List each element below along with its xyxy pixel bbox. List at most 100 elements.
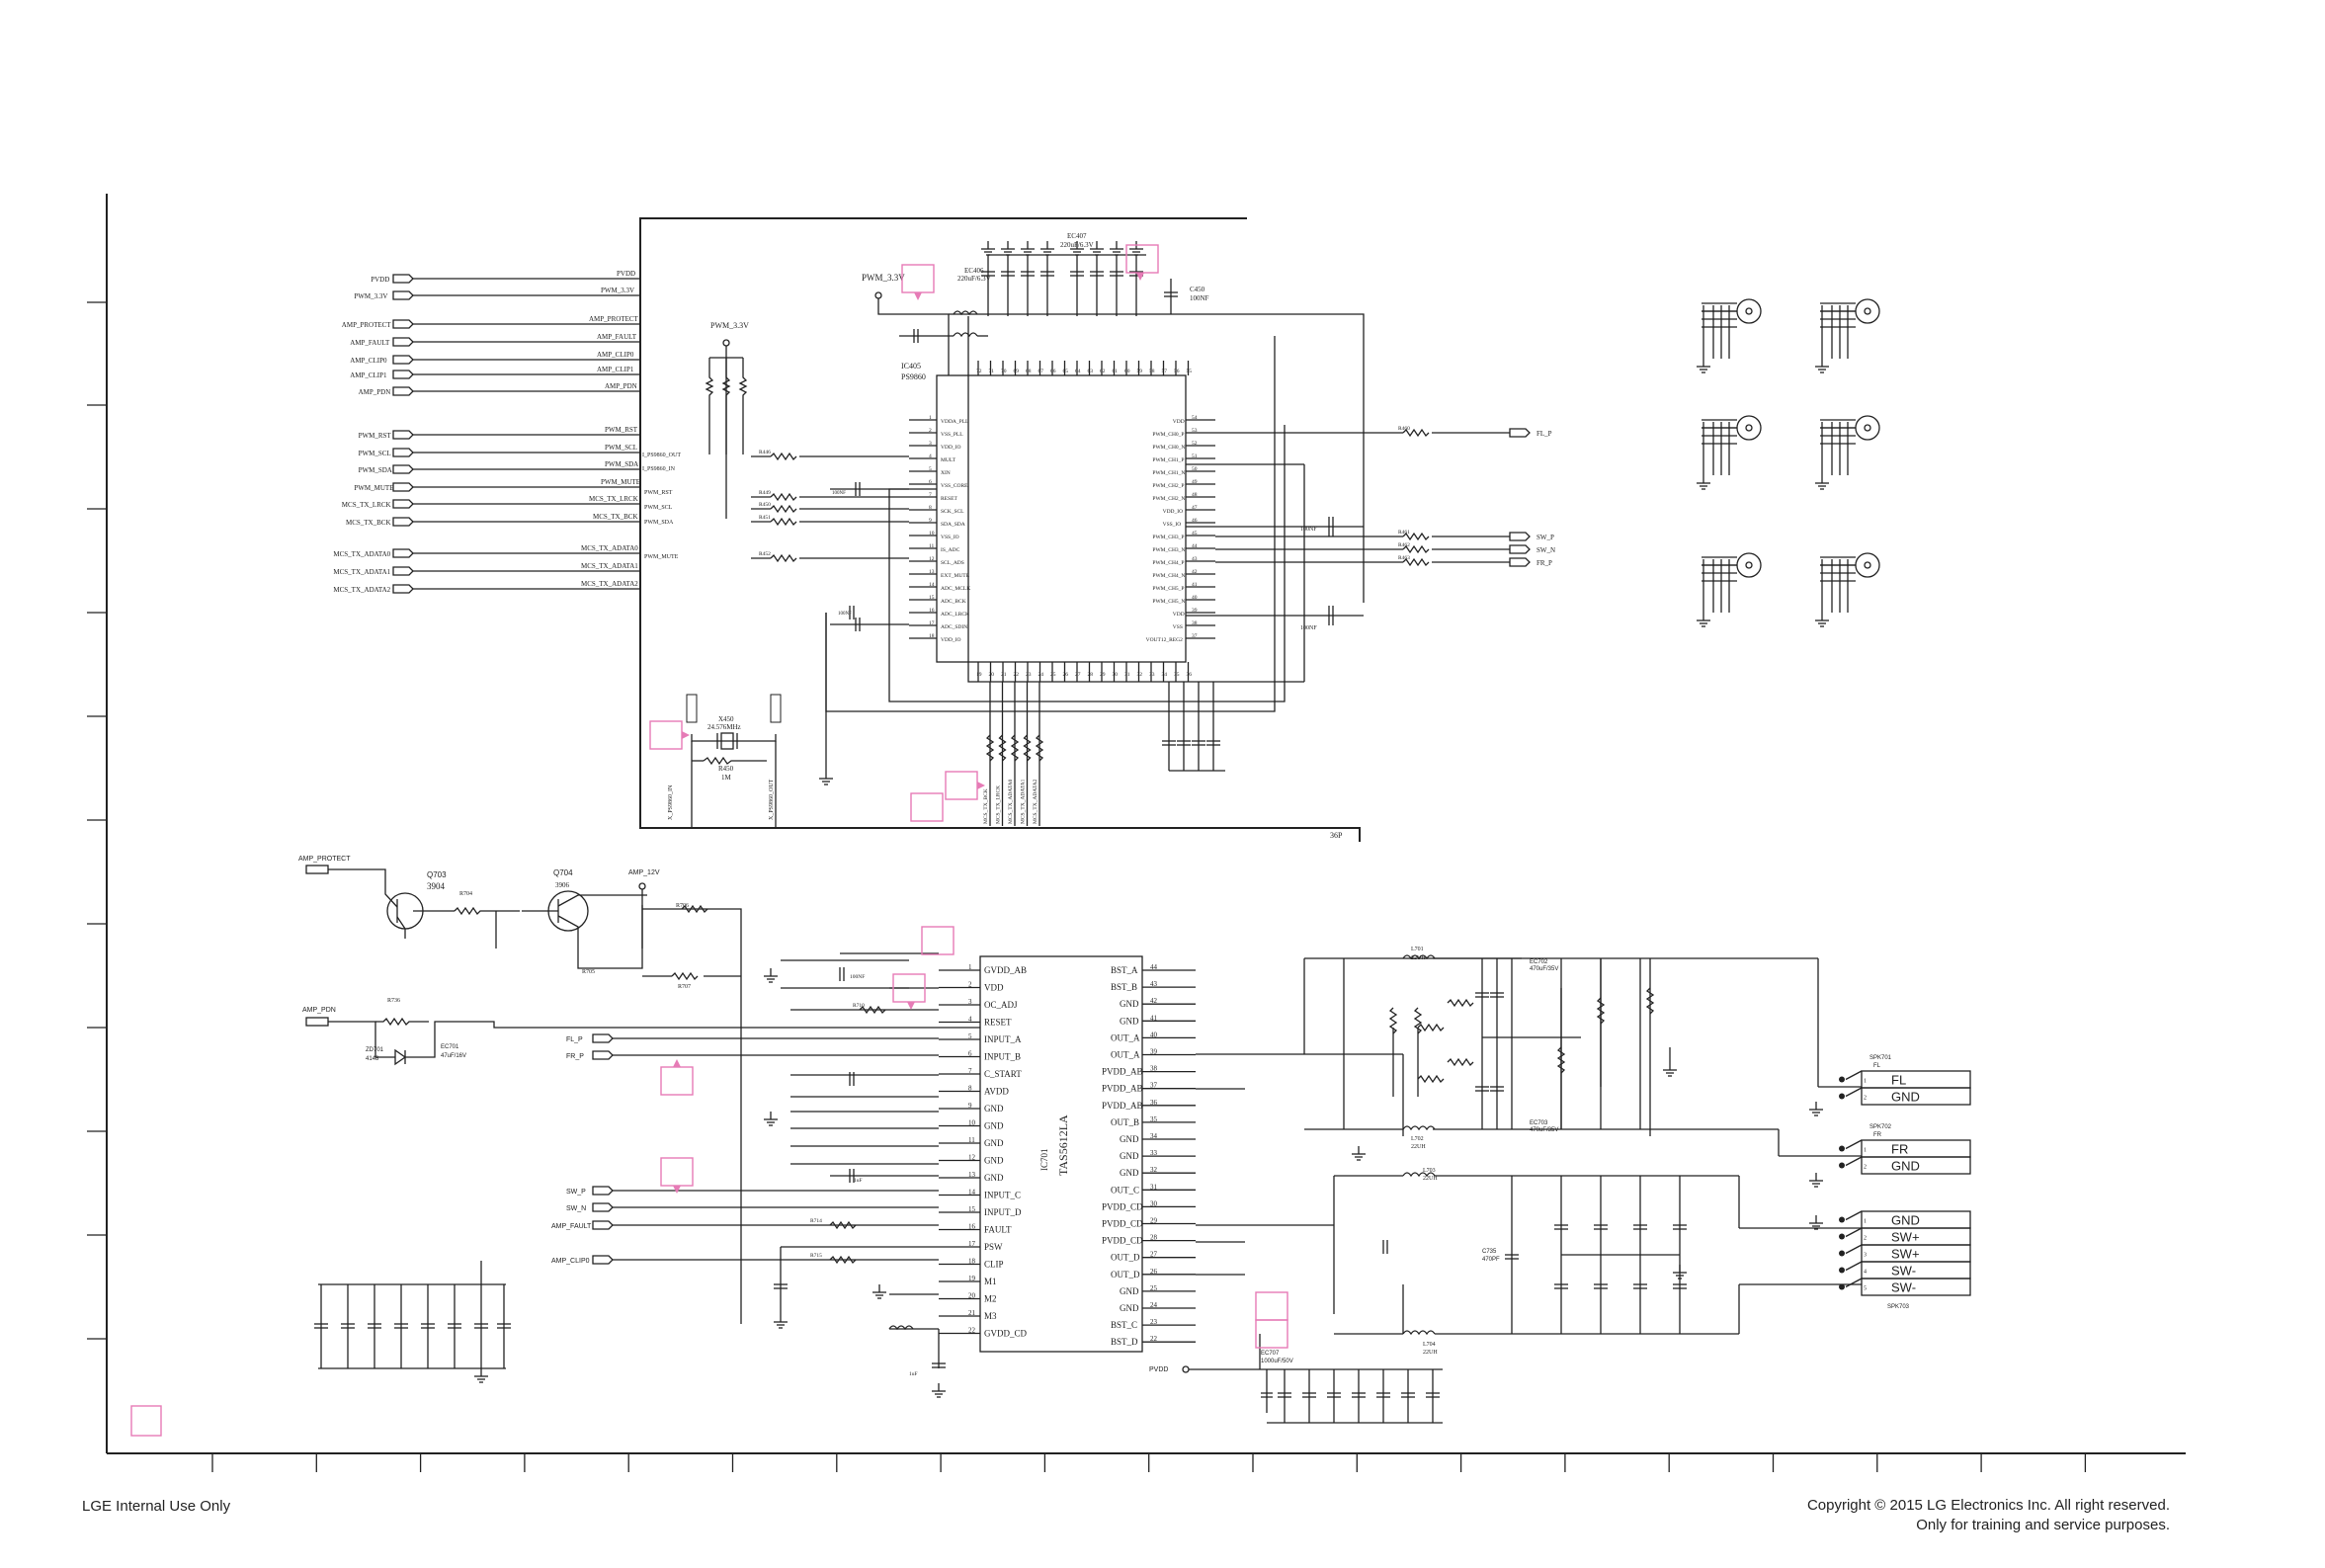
pvdd-bulk-caps	[1259, 1334, 1443, 1424]
supply-node-icon	[722, 339, 730, 347]
left-net-label: AMP_CLIP0	[597, 351, 634, 359]
amp-input-nets: FL_PFR_PSW_PSW_NAMP_FAULTR714AMP_CLIP0R7…	[551, 952, 946, 1398]
mcs-net-label: MCS_TX_ADATA2	[1033, 779, 1038, 824]
ic405-pin-number: 43	[1192, 556, 1198, 562]
cap-ref: C735	[1482, 1249, 1497, 1255]
ic701-pin-label: INPUT_C	[984, 1191, 1021, 1200]
ic701-pin-number: 30	[1150, 1199, 1158, 1207]
speaker-pin-label: SW+	[1891, 1247, 1920, 1262]
ic405-pin-number: 54	[1192, 415, 1198, 421]
pwm-output-label: SW_P	[1536, 534, 1554, 541]
inductor-ref: L703	[1423, 1168, 1436, 1174]
ic405-pin-number: 28	[1088, 672, 1094, 678]
ic701-pin-number: 35	[1150, 1115, 1158, 1123]
ic701-pin-number: 18	[968, 1258, 976, 1266]
ic405-pin-number: 36	[1187, 672, 1193, 678]
speaker-pin-number: 3	[1864, 1253, 1867, 1259]
ic405-pin-number: 8	[929, 505, 932, 511]
left-connector-label: AMP_FAULT	[350, 339, 390, 347]
left-connector-label: MCS_TX_ADATA0	[333, 550, 390, 558]
ic405-pin-label: VOUT12_REG2	[1146, 637, 1184, 643]
ic405-pin-label: ADC_LRCK	[941, 612, 969, 618]
ic405-pin-number: 20	[989, 672, 995, 678]
ic405-pin-number: 11	[929, 543, 935, 549]
net-label: PWM_MUTE	[644, 554, 679, 560]
footer-copyright: Copyright © 2015 LG Electronics Inc. All…	[1807, 1496, 2170, 1535]
ic405-pin-label: SCL_ADS	[941, 560, 964, 566]
ic701-pin-number: 25	[1150, 1284, 1158, 1292]
ic701-left-pins: GVDD_AB1VDD2OC_ADJ3RESET4INPUT_A5INPUT_B…	[939, 963, 1028, 1339]
left-net-label: AMP_FAULT	[597, 333, 637, 341]
ic405-pin-number: 71	[989, 369, 995, 374]
ic405-pin-label: PWM_CH5_N	[1152, 599, 1185, 605]
ic701-pin-label: M1	[984, 1277, 997, 1286]
resistor-ref: R715	[810, 1253, 822, 1259]
ic405-pin-number: 45	[1192, 531, 1198, 536]
bottom-left-decoupling-caps	[314, 1261, 511, 1383]
ic701-pin-number: 16	[968, 1223, 976, 1231]
ic701-pin-number: 1	[968, 963, 972, 971]
q704-part: 3906	[555, 881, 570, 889]
speaker-pin-number: 2	[1864, 1096, 1867, 1102]
ic405-pin-label: VSS_IO	[1163, 522, 1182, 528]
ic405-pin-label: PWM_CH0_N	[1152, 445, 1185, 451]
ic405-pin-number: 50	[1192, 466, 1198, 472]
ic405-pin-label: PWM_CH4_P	[1152, 560, 1184, 566]
pwm-supply-label: PWM_3.3V	[862, 273, 905, 283]
ic405-pin-label: PWM_CH3_P	[1152, 535, 1184, 540]
ic405-pin-label: RESET	[941, 496, 957, 502]
ic405-pin-label: PWM_CH1_P	[1152, 457, 1184, 463]
left-net-label: PWM_RST	[605, 426, 638, 434]
ic405-pin-number: 18	[929, 633, 935, 639]
q704-ref: Q704	[553, 868, 573, 877]
speaker-pin-number: 1	[1864, 1148, 1867, 1154]
ic701-pin-label: VDD	[984, 983, 1004, 993]
speaker-sub: FL	[1873, 1063, 1881, 1069]
ic405-pin-number: 56	[1174, 369, 1180, 374]
ic701-pin-label: OUT_C	[1111, 1185, 1139, 1195]
ic701-pin-number: 33	[1150, 1149, 1158, 1157]
net-label: PWM_SCL	[644, 505, 673, 511]
ic405-pin-number: 7	[929, 492, 932, 498]
zd701-part: 4148	[366, 1056, 379, 1062]
screw-icon	[1736, 298, 1762, 324]
ic701-pin-label: GND	[984, 1173, 1004, 1183]
ic701-pin-number: 10	[968, 1119, 976, 1127]
left-net-label: MCS_TX_ADATA0	[581, 544, 638, 552]
pwm-left-nets: R446R449R450R451R452I_PS9860_OUTI_PS9860…	[642, 450, 909, 631]
inductor-value: 22UH	[1411, 955, 1426, 961]
left-connector-label: AMP_PDN	[359, 388, 391, 396]
left-connector-label: MCS_TX_ADATA2	[333, 586, 390, 594]
ic405-pin-number: 69	[1014, 369, 1020, 374]
ic701-pin-label: C_START	[984, 1069, 1022, 1079]
ic405-pin-number: 1	[929, 415, 932, 421]
q703-part: 3904	[427, 881, 446, 891]
ic405-pin-number: 39	[1192, 608, 1198, 614]
svg-text:R706: R706	[676, 903, 689, 909]
left-net-label: MCS_TX_BCK	[593, 513, 638, 521]
ic405-pin-number: 70	[1001, 369, 1007, 374]
ic701-pin-number: 15	[968, 1205, 976, 1213]
ic405-pin-label: MULT	[941, 457, 956, 463]
ic405-pin-number: 58	[1149, 369, 1155, 374]
ic405-pin-label: XIN	[941, 470, 951, 476]
resistor-ref: R451	[759, 515, 771, 521]
speaker-pin-label: SW+	[1891, 1230, 1920, 1245]
ic405-pin-number: 40	[1192, 595, 1198, 601]
speaker-pin-label: GND	[1891, 1090, 1920, 1105]
ic701-pin-number: 2	[968, 981, 972, 989]
ec701-ref: EC701	[441, 1044, 459, 1050]
ic405-pin-number: 23	[1026, 672, 1032, 678]
ic405-pin-label: ADC_BCK	[941, 599, 966, 605]
ic405-pin-label: PWM_CH2_N	[1152, 496, 1185, 502]
ic405-pin-number: 12	[929, 556, 935, 562]
screw-icon	[1855, 552, 1880, 578]
cap-value: 470uF/35V	[1530, 966, 1558, 972]
pwm-supply-label-2: PWM_3.3V	[710, 321, 749, 330]
ic701-pin-label: M2	[984, 1294, 997, 1304]
left-connector-list: PVDDPVDDPWM_3.3VPWM_3.3VAMP_PROTECTAMP_P…	[333, 270, 640, 594]
amp-pdn-label: AMP_PDN	[302, 1007, 336, 1014]
c450-ref: C450	[1190, 286, 1205, 293]
